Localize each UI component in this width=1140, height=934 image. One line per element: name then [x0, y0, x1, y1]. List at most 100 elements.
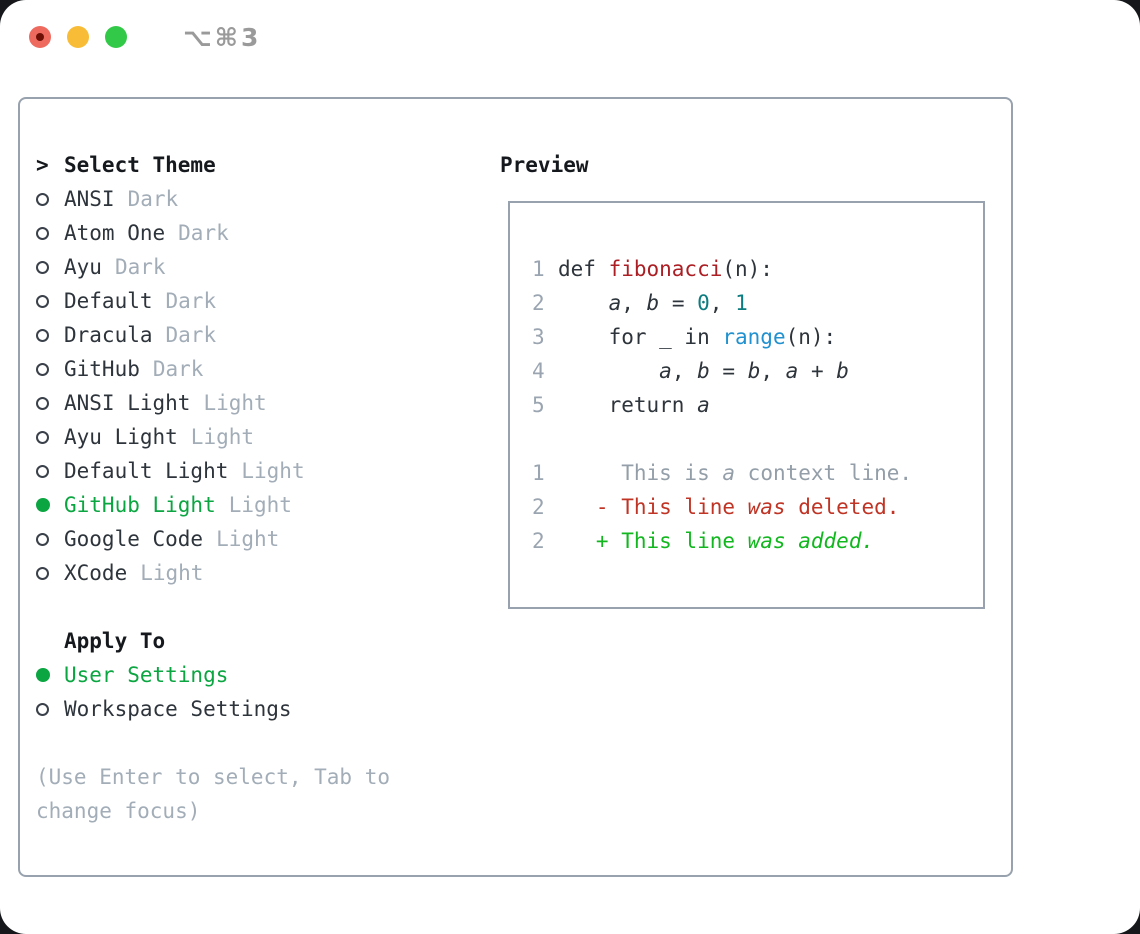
line-number: 2 — [532, 495, 545, 519]
radio-selected-icon — [36, 668, 50, 682]
preview-line: 1 This is a context line. — [532, 456, 983, 490]
apply-option-label: Workspace Settings — [64, 697, 292, 721]
theme-variant: Dark — [178, 221, 229, 245]
radio-selected-icon — [36, 498, 50, 512]
radio-icon — [36, 362, 49, 376]
code-token: = — [659, 291, 698, 315]
cursor-prompt-icon: > — [36, 153, 49, 177]
line-content: def fibonacci(n): — [558, 257, 773, 281]
preview-line: 2 + This line was added. — [532, 524, 983, 558]
code-token: a — [659, 359, 672, 383]
radio-cell — [36, 328, 64, 342]
line-number: 4 — [532, 359, 545, 383]
code-token: a — [785, 359, 799, 383]
code-token: b — [646, 291, 660, 315]
line-content: for _ in range(n): — [558, 325, 837, 349]
radio-cell — [36, 532, 64, 546]
window-title: ⌥⌘3 — [183, 22, 262, 52]
theme-variant: Light — [190, 425, 255, 449]
code-token: was — [747, 495, 786, 519]
code-token: + This line — [558, 529, 748, 553]
radio-cell — [36, 226, 64, 240]
theme-variant: Light — [228, 493, 292, 517]
code-token: return — [558, 393, 698, 417]
code-token: def — [558, 257, 609, 281]
radio-cell — [36, 192, 64, 206]
theme-variant: Dark — [165, 289, 217, 313]
code-token: a — [608, 291, 622, 315]
line-content: return a — [558, 393, 710, 417]
line-content: + This line was added. — [558, 529, 874, 553]
radio-icon — [36, 260, 49, 274]
code-token — [558, 291, 609, 315]
minimize-button[interactable] — [67, 26, 89, 48]
radio-icon — [36, 294, 49, 308]
select-theme-title: Select Theme — [64, 153, 216, 177]
radio-cell — [36, 294, 64, 308]
radio-cell — [36, 668, 64, 682]
radio-cell — [36, 566, 64, 580]
radio-cell — [36, 702, 64, 716]
radio-icon — [36, 226, 49, 240]
theme-option-ayu[interactable]: Ayu Dark — [36, 250, 456, 284]
apply-option-user-settings[interactable]: User Settings — [36, 658, 456, 692]
radio-icon — [36, 532, 49, 546]
code-token — [786, 529, 799, 553]
code-token: = — [709, 359, 748, 383]
preview-line: 4 a, b = b, a + b — [532, 354, 983, 388]
radio-icon — [36, 328, 49, 342]
theme-option-xcode[interactable]: XCode Light — [36, 556, 456, 590]
radio-cell — [36, 464, 64, 478]
zoom-button[interactable] — [105, 26, 127, 48]
close-button[interactable] — [29, 26, 51, 48]
code-token: added. — [798, 529, 875, 553]
theme-name: XCode — [64, 561, 128, 585]
radio-icon — [36, 192, 49, 206]
theme-name: Ayu — [64, 255, 102, 279]
radio-cell — [36, 362, 64, 376]
line-number: 2 — [532, 529, 545, 553]
apply-to-title: Apply To — [64, 629, 166, 653]
theme-variant: Dark — [165, 323, 217, 347]
theme-variant: Light — [203, 391, 267, 415]
radio-cell — [36, 260, 64, 274]
apply-option-workspace-settings[interactable]: Workspace Settings — [36, 692, 456, 726]
code-token: (n): — [785, 325, 837, 349]
radio-cell — [36, 498, 64, 512]
code-token: , — [760, 359, 786, 383]
radio-cell — [36, 396, 64, 410]
code-token: context line. — [735, 461, 913, 485]
theme-variant: Dark — [114, 255, 166, 279]
code-token: b — [697, 359, 710, 383]
code-token: b — [836, 359, 849, 383]
code-token: deleted. — [785, 495, 900, 519]
window-titlebar: ⌥⌘3 — [0, 0, 1140, 74]
code-token: b — [747, 359, 761, 383]
keyboard-hint: (Use Enter to select, Tab to change focu… — [36, 765, 391, 823]
close-dot-icon — [36, 33, 44, 41]
preview-line: 2 - This line was deleted. — [532, 490, 983, 524]
theme-variant: Light — [140, 561, 204, 585]
code-token: , — [621, 291, 647, 315]
preview-line: 3 for _ in range(n): — [532, 320, 983, 354]
code-token: 0 — [697, 291, 710, 315]
code-token: - This line — [558, 495, 748, 519]
code-token: a — [697, 393, 710, 417]
line-content: a, b = 0, 1 — [558, 291, 748, 315]
code-token: 1 — [735, 291, 748, 315]
theme-name: GitHub — [64, 357, 140, 381]
code-token — [558, 359, 659, 383]
